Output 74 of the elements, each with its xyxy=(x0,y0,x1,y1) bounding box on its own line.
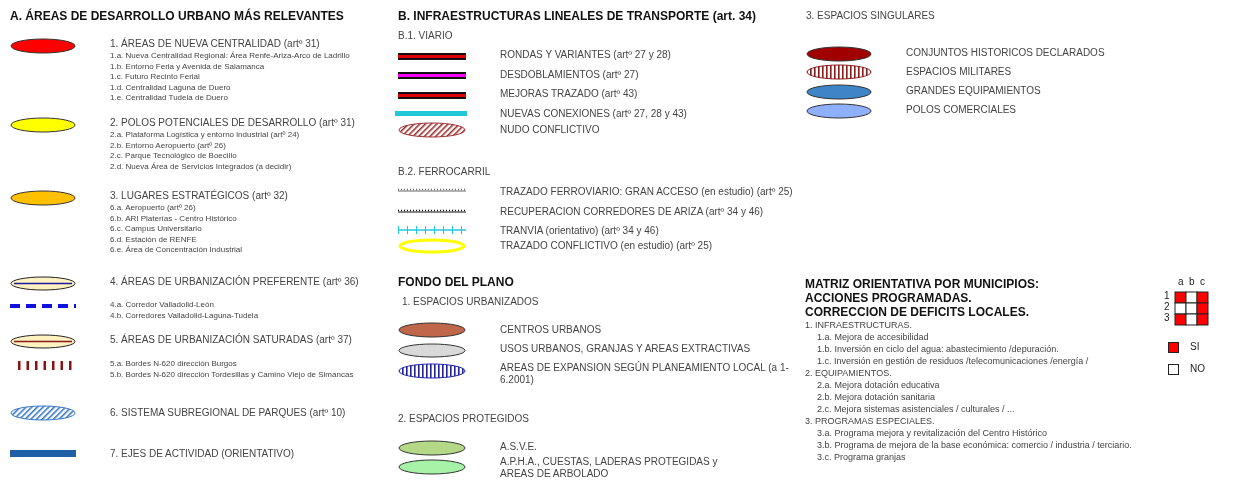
section-heading: MATRIZ ORIENTATIVA POR MUNICIPIOS: xyxy=(805,278,1039,292)
legend-label: RONDAS Y VARIANTES (artº 27 y 28) xyxy=(500,49,671,61)
legend-label: RECUPERACION CORREDORES DE ARIZA (artº 34 y 46) xyxy=(500,206,764,218)
legend-label: CENTROS URBANOS xyxy=(500,324,602,336)
item-text: 1.a. Nueva Centralidad Regional: Área Renfe-Ariza-Arco de Ladrillo xyxy=(110,51,350,61)
legend-label: MEJORAS TRAZADO (artº 43) xyxy=(500,88,638,100)
legend-label: 7. EJES DE ACTIVIDAD (ORIENTATIVO) xyxy=(110,448,295,460)
row-number: 2 xyxy=(1164,301,1170,313)
section-heading: ACCIONES PROGRAMADAS. xyxy=(805,292,972,306)
item-text: 1.a. Mejora de accesibilidad xyxy=(817,332,929,343)
item-text: 3.a. Programa mejora y revitalización del Centro Histórico xyxy=(817,428,1048,439)
item-text: 6.e. Área de Concentración Industrial xyxy=(110,245,243,255)
item-text: 1.d. Centralidad Laguna de Duero xyxy=(110,82,231,92)
legend-label: 5.a. Bordes N-620 dirección Burgos xyxy=(110,359,237,369)
item-text: 3.c. Programa granjas xyxy=(817,452,906,463)
legend-label: 4. ÁREAS DE URBANIZACIÓN PREFERENTE (artº 36) xyxy=(110,276,359,288)
item-text: 6.a. Aeropuerto (artº 26) xyxy=(110,203,196,213)
item-text: 6.c. Campus Universitario xyxy=(110,224,202,234)
subsection-heading: 3. ESPACIOS SINGULARES xyxy=(806,10,935,22)
item-text: 1.b. Inversión en ciclo del agua: abastecimiento /depuración. xyxy=(817,344,1059,355)
item-text: 5.b. Bordes N-620 dirección Tordesillas y Camino Viejo de Simancas xyxy=(110,370,354,380)
row-number: 1 xyxy=(1164,290,1170,302)
category-heading: 1. INFRAESTRUCTURAS. xyxy=(805,320,912,331)
legend-label: TRAZADO CONFLICTIVO (en estudio) (artº 25) xyxy=(500,240,713,252)
subsection-heading: B.2. FERROCARRIL xyxy=(398,166,491,178)
category-heading: 3. PROGRAMAS ESPECIALES. xyxy=(805,416,935,427)
legend-label: GRANDES EQUIPAMIENTOS xyxy=(906,85,1041,97)
legend-label: A.P.H.A., CUESTAS, LADERAS PROTEGIDAS y AREAS DE ARBOLADO xyxy=(500,456,719,479)
item-text: 3.b. Programa de mejora de la base económica: comercio / industria / terciario. xyxy=(817,440,1132,451)
legend-label: POLOS COMERCIALES xyxy=(906,104,1017,116)
column-letter: c xyxy=(1200,276,1205,288)
legend-label: NUEVAS CONEXIONES (artº 27, 28 y 43) xyxy=(500,108,687,120)
item-text: 1.b. Entorno Feria y Avenida de Salamanca xyxy=(110,61,265,71)
subsection-heading: B.1. VIARIO xyxy=(398,30,453,42)
legend-label: 3. LUGARES ESTRATÉGICOS (artº 32) xyxy=(110,190,288,202)
legend-label: TRAZADO FERROVIARIO: GRAN ACCESO (en estudio) (artº 25) xyxy=(500,186,793,198)
legend-label: 1. ÁREAS DE NUEVA CENTRALIDAD (artº 31) xyxy=(110,38,320,50)
column-letter: b xyxy=(1189,276,1195,288)
legend-label: USOS URBANOS, GRANJAS Y AREAS EXTRACTIVAS xyxy=(500,343,751,355)
item-text: 6.b. ARI Platerías - Centro Histórico xyxy=(110,213,237,223)
legend-label: CONJUNTOS HISTORICOS DECLARADOS xyxy=(906,47,1105,59)
legend-label: AREAS DE EXPANSION SEGÚN PLANEAMIENTO LOCAL (a 1-6.2001) xyxy=(500,362,790,385)
item-text: 1.c. Futuro Recinto Ferial xyxy=(110,72,200,82)
item-text: 2.b. Mejora dotación sanitaria xyxy=(817,392,936,403)
item-text: 2.c. Parque Tecnológico de Boecillo xyxy=(110,151,237,161)
legend-label: TRANVIA (orientativo) (artº 34 y 46) xyxy=(500,225,659,237)
legend-label: A.S.V.E. xyxy=(500,441,537,453)
legend-label: 2. POLOS POTENCIALES DE DESARROLLO (artº 31) xyxy=(110,117,355,129)
category-heading: 2. EQUIPAMIENTOS. xyxy=(805,368,892,379)
section-heading: CORRECCION DE DEFICITS LOCALES. xyxy=(805,306,1029,320)
item-text: 1.c. Inversión en gestión de residuos /telecomunicaciones /energía / xyxy=(817,356,1089,367)
column-letter: a xyxy=(1178,276,1184,288)
item-text: 2.b. Entorno Aeropuerto (artº 26) xyxy=(110,140,226,150)
legend-label: SI xyxy=(1190,341,1200,353)
item-text: 2.a. Mejora dotación educativa xyxy=(817,380,940,391)
row-number: 3 xyxy=(1164,312,1170,324)
item-text: 1.e. Centralidad Tudela de Duero xyxy=(110,93,228,103)
section-heading: FONDO DEL PLANO xyxy=(398,276,514,290)
subsection-heading: 2. ESPACIOS PROTEGIDOS xyxy=(398,413,529,425)
item-text: 2.c. Mejora sistemas asistenciales / culturales / ... xyxy=(817,404,1015,415)
item-text: 6.d. Estación de RENFE xyxy=(110,234,197,244)
legend-label: NO xyxy=(1190,363,1205,375)
item-text: 4.b. Corredores Valladolid-Laguna-Tudela xyxy=(110,311,259,321)
legend-label: ESPACIOS MILITARES xyxy=(906,66,1012,78)
item-text: 2.d. Nueva Área de Servicios Integrados (a decidir) xyxy=(110,161,292,171)
item-text: 2.a. Plataforma Logística y entorno industrial (artº 24) xyxy=(110,130,300,140)
section-heading: B. INFRAESTRUCTURAS LINEALES DE TRANSPORTE (art. 34) xyxy=(398,10,757,24)
section-heading: A. ÁREAS DE DESARROLLO URBANO MÁS RELEVANTES xyxy=(10,10,344,24)
legend-label: NUDO CONFLICTIVO xyxy=(500,124,600,136)
legend-label: 5. ÁREAS DE URBANIZACIÓN SATURADAS (artº 37) xyxy=(110,334,352,346)
legend-label: 4.a. Corredor Valladolid-León xyxy=(110,300,214,310)
legend-label: 6. SISTEMA SUBREGIONAL DE PARQUES (artº 10) xyxy=(110,407,346,419)
legend-label: DESDOBLAMIENTOS (artº 27) xyxy=(500,69,639,81)
subsection-heading: 1. ESPACIOS URBANIZADOS xyxy=(402,296,539,308)
